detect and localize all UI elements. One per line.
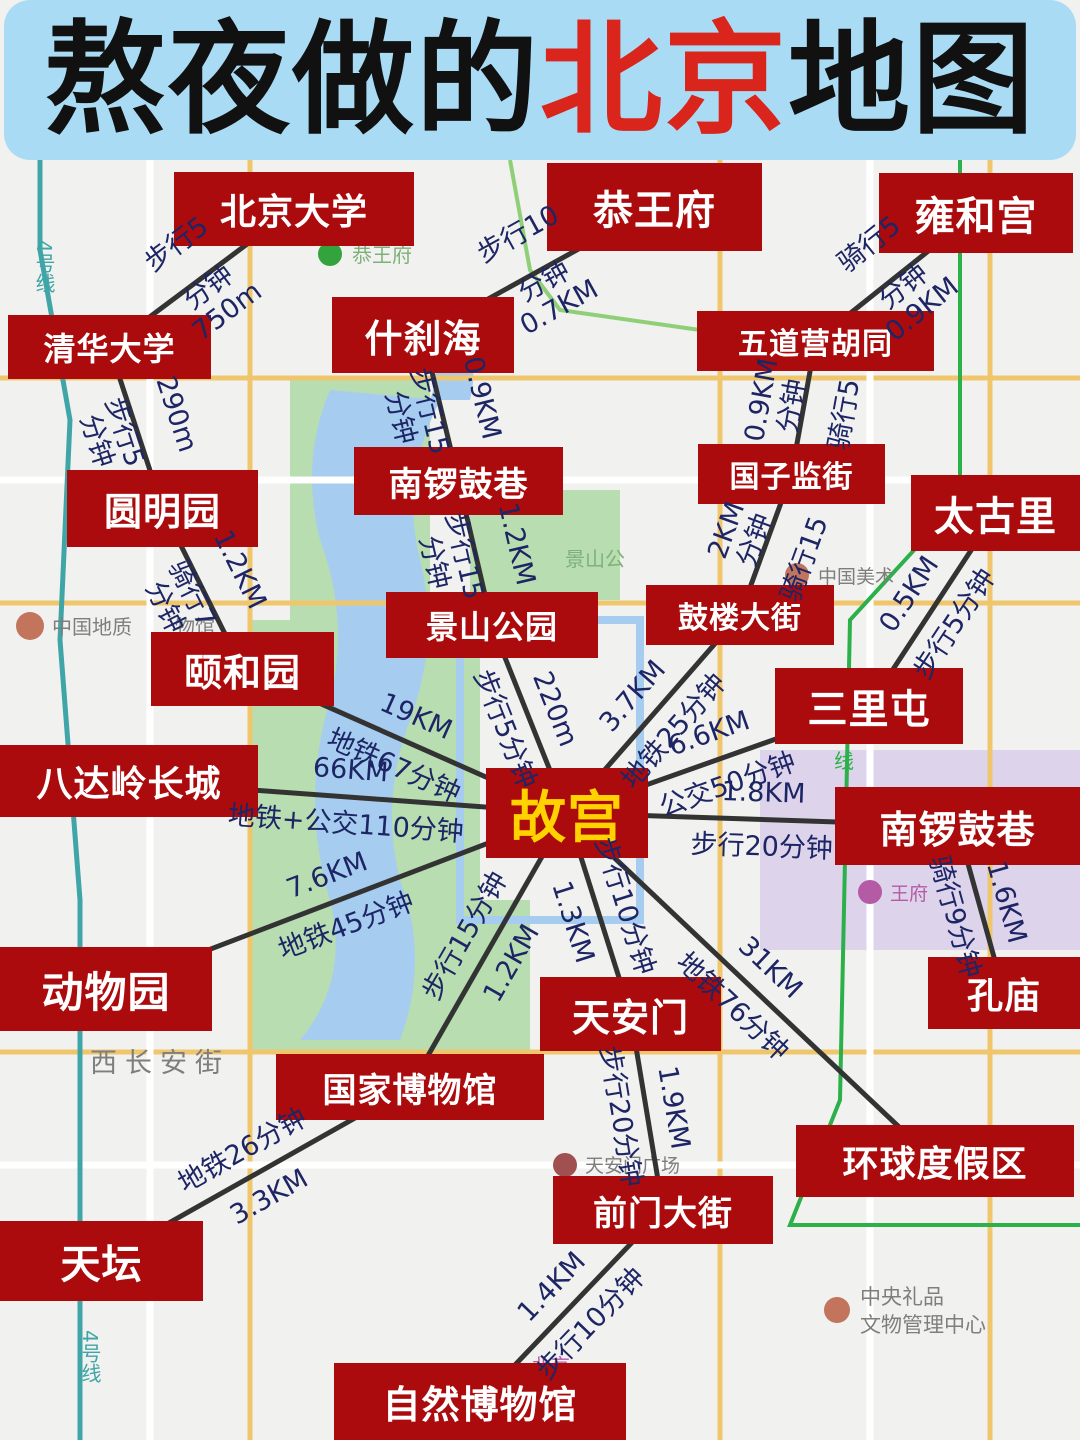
- node-wdy[interactable]: 五道营胡同: [697, 311, 934, 371]
- title-part: 熬夜做的: [44, 9, 540, 151]
- map-label: 恭王府: [352, 243, 412, 267]
- map-label: 西长安街: [90, 1048, 230, 1079]
- park-area: [450, 900, 530, 1050]
- node-gldj[interactable]: 鼓楼大街: [646, 585, 834, 645]
- lake: [300, 390, 440, 1040]
- node-km[interactable]: 孔庙: [928, 957, 1080, 1029]
- node-shh[interactable]: 什刹海: [332, 297, 514, 373]
- node-yhy[interactable]: 颐和园: [151, 632, 334, 706]
- edge-label: 1.8KM: [720, 775, 806, 810]
- connector-line: [407, 811, 570, 1089]
- map-label: 中央礼品: [860, 1285, 944, 1309]
- map-label: 中国美术: [818, 566, 894, 588]
- node-tam[interactable]: 天安门: [540, 977, 721, 1051]
- node-gwf[interactable]: 恭王府: [547, 163, 762, 251]
- node-hqdjq[interactable]: 环球度假区: [796, 1125, 1074, 1197]
- node-tt[interactable]: 天坛: [0, 1221, 203, 1301]
- node-dwy[interactable]: 动物园: [0, 947, 212, 1031]
- node-nlgx1[interactable]: 南锣鼓巷: [354, 447, 563, 515]
- node-nlgx2[interactable]: 南锣鼓巷: [835, 787, 1080, 865]
- node-tgl[interactable]: 太古里: [911, 475, 1080, 551]
- node-ymy[interactable]: 圆明园: [67, 470, 258, 547]
- map-label: 文物管理中心: [860, 1313, 986, 1337]
- metro-line: [508, 159, 701, 332]
- node-gugong[interactable]: 故宫: [486, 768, 648, 858]
- node-zrbwg[interactable]: 自然博物馆: [334, 1363, 626, 1440]
- node-qhdx[interactable]: 清华大学: [8, 315, 211, 379]
- node-slt[interactable]: 三里屯: [775, 668, 963, 744]
- node-gzj[interactable]: 国子监街: [698, 444, 885, 504]
- title-part: 地图: [788, 9, 1036, 151]
- connector-line: [565, 811, 937, 1163]
- node-bjdx[interactable]: 北京大学: [174, 172, 414, 246]
- map-label: 中国地质: [52, 615, 132, 639]
- edge-label: 步行20分钟: [689, 828, 834, 865]
- node-qmdj[interactable]: 前门大街: [553, 1176, 773, 1244]
- map-label: 4号线: [78, 1330, 102, 1383]
- map-label: 景山公: [565, 547, 625, 571]
- map-label: 王府: [890, 883, 928, 905]
- map-label: 4号线: [32, 240, 56, 293]
- edge-label: 66KM: [311, 751, 389, 789]
- page-title: 熬夜做的北京地图: [0, 10, 1080, 150]
- node-bdl[interactable]: 八达岭长城: [0, 745, 258, 817]
- title-highlight: 北京: [540, 9, 788, 151]
- node-jsgy[interactable]: 景山公园: [386, 592, 598, 658]
- node-yhg[interactable]: 雍和宫: [879, 173, 1073, 253]
- title-bar: [4, 0, 1076, 160]
- node-gjbwg[interactable]: 国家博物馆: [276, 1054, 544, 1120]
- map-label: 线: [834, 749, 854, 773]
